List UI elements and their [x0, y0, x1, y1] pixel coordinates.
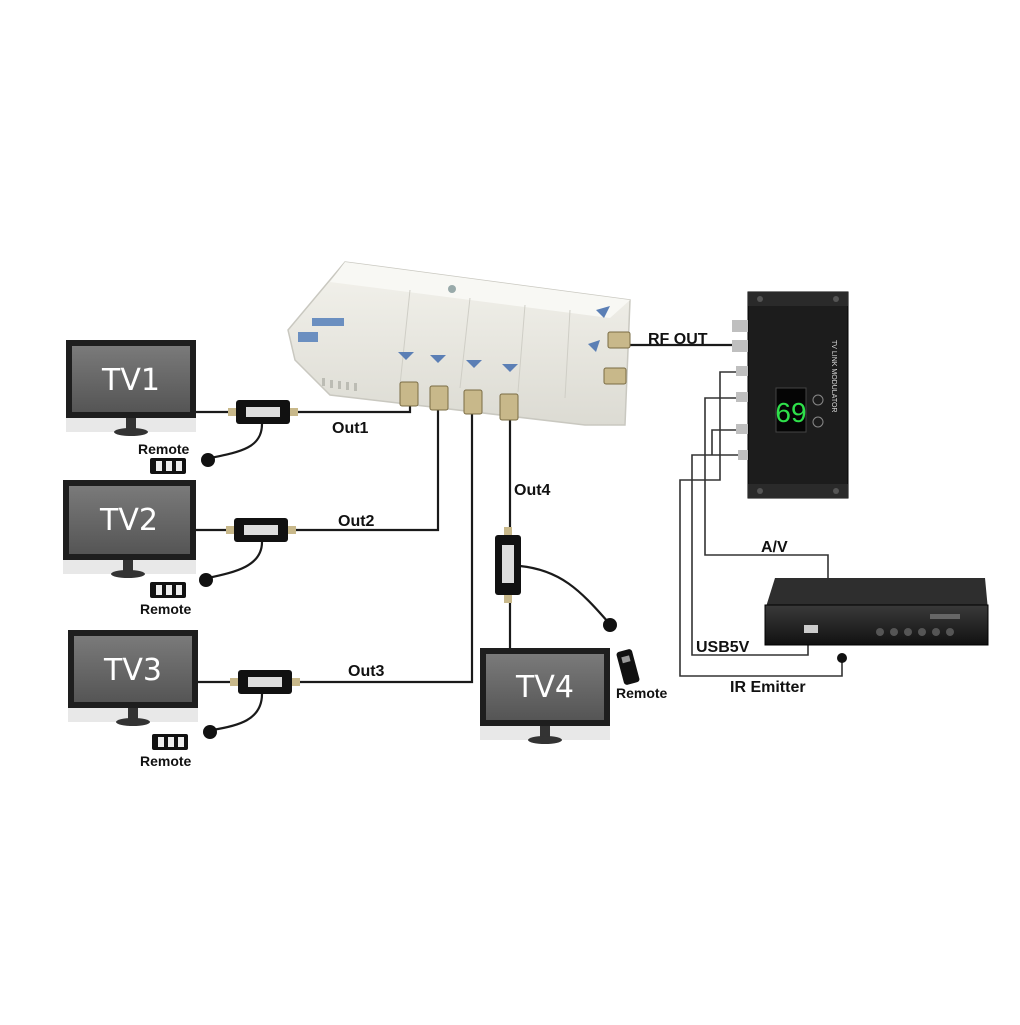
distribution-amplifier: [287, 261, 631, 426]
usb5v-label: USB5V: [696, 639, 750, 656]
out3-label: Out3: [348, 663, 385, 680]
tv1-remote-label: Remote: [138, 441, 190, 457]
out1-label: Out1: [332, 420, 369, 437]
tv2-label: TV2: [99, 503, 158, 538]
remote-icon: [152, 734, 188, 750]
ir-receivers: [199, 453, 847, 739]
tv2: TV2: [63, 480, 196, 578]
extender-3: [230, 670, 300, 694]
av-label: A/V: [761, 539, 788, 556]
tv3-label: TV3: [103, 653, 162, 688]
extender-1: [228, 400, 298, 424]
rf-extenders: [226, 400, 521, 694]
cables: [196, 343, 843, 732]
tv4: TV4: [480, 648, 610, 744]
usb-port: [804, 625, 818, 633]
modulator-title: TV LINK MODULATOR: [830, 340, 837, 412]
rf-out-label: RF OUT: [648, 331, 708, 348]
tv2-remote-label: Remote: [140, 601, 192, 617]
tv4-remote-label: Remote: [616, 685, 668, 701]
tv3: TV3: [68, 630, 198, 726]
ir-emitter-label: IR Emitter: [730, 679, 806, 696]
remote-icon: [616, 649, 640, 685]
tv1-label: TV1: [101, 363, 160, 398]
remote-icon: [150, 582, 186, 598]
remote-icon: [150, 458, 186, 474]
tv-link-modulator: 69 TV LINK MODULATOR: [732, 291, 849, 499]
channel-display: 69: [775, 397, 806, 428]
out2-label: Out2: [338, 513, 375, 530]
tv1: TV1: [66, 340, 196, 436]
tv4-label: TV4: [515, 670, 574, 705]
set-top-box: [764, 578, 989, 646]
extender-4: [495, 527, 521, 603]
output-ports: [399, 331, 631, 421]
tv3-remote-label: Remote: [140, 753, 192, 769]
extender-2: [226, 518, 296, 542]
out4-label: Out4: [514, 482, 551, 499]
remote-icons: [150, 458, 640, 750]
